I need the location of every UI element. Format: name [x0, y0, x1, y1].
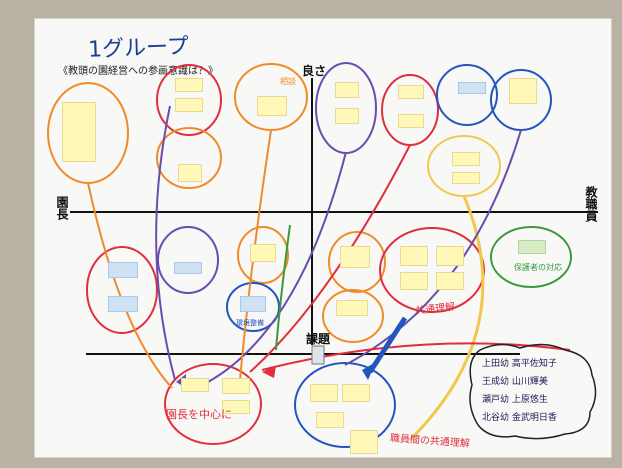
circle-mid-left-purple: [157, 226, 219, 294]
label-environment: 環境整備: [236, 319, 264, 327]
sticky-note: [108, 262, 138, 278]
sticky-note: [452, 152, 480, 166]
sticky-note: [350, 430, 378, 454]
sticky-note: [240, 296, 266, 312]
sticky-note: [400, 246, 428, 266]
sticky-note: [174, 262, 202, 274]
label-consultation: 相談: [280, 77, 296, 86]
circle-mid-orange: [237, 226, 289, 284]
circle-top-right-blue: [436, 64, 498, 126]
sticky-note: [398, 85, 424, 99]
members-outline: [469, 343, 597, 440]
connector-purple-1: [155, 105, 176, 381]
circle-mid-left-red: [86, 246, 158, 334]
sticky-note: [340, 246, 370, 268]
arrow-head-red: [262, 366, 276, 378]
member-2: 王成幼 山川輝美: [482, 377, 548, 387]
sticky-note: [436, 272, 464, 290]
poster-subtitle: 《教頭の園経営への参画意識は？》: [58, 66, 218, 77]
axis-label-staff: 教職員: [584, 186, 598, 222]
sticky-note: [436, 246, 464, 266]
sticky-note: [250, 244, 276, 262]
sticky-note: [175, 98, 203, 112]
sticky-note: [108, 296, 138, 312]
circle-common-understanding: [379, 227, 485, 313]
sticky-note: [336, 300, 368, 316]
sticky-note: [181, 378, 209, 392]
sticky-note: [222, 400, 250, 414]
members-list: 上田幼 高平佐知子 王成幼 山川輝美 瀬戸幼 上原悠生 北谷幼 金武明日香: [474, 348, 594, 430]
circle-top-left-red: [156, 64, 222, 136]
label-principal-center: 園長を中心に: [166, 408, 232, 421]
member-3: 瀬戸幼 上原悠生: [482, 395, 548, 405]
issues-arrow: [311, 345, 325, 365]
sticky-note: [175, 78, 203, 92]
sticky-note: [257, 96, 287, 116]
sticky-note: [518, 240, 546, 254]
sticky-note: [222, 378, 250, 394]
sticky-note: [178, 164, 202, 182]
circle-mid-right-orange-2: [322, 289, 384, 343]
circle-top-left-orange-2: [156, 127, 222, 189]
sticky-note: [62, 102, 96, 162]
circle-right-guardian: [490, 226, 572, 288]
member-1: 上田幼 高平佐知子: [482, 359, 557, 369]
axis-label-issues: 課題: [306, 332, 331, 346]
axis-label-principal: 園長: [55, 196, 69, 220]
sticky-note: [335, 82, 359, 98]
sticky-note: [310, 384, 338, 402]
connector-red-1: [249, 144, 411, 373]
circle-bottom-right-blue: [294, 362, 396, 448]
sticky-note: [458, 82, 486, 94]
circle-mid-right-orange: [328, 231, 386, 293]
sticky-note: [316, 412, 344, 428]
axis-label-good: 良さ: [302, 64, 327, 78]
connector-green-1: [275, 224, 291, 351]
sticky-note: [452, 172, 480, 184]
sticky-note: [398, 114, 424, 128]
connector-blue-arrow: [367, 316, 408, 374]
circle-mid-blue: [226, 282, 280, 332]
member-4: 北谷幼 金武明日香: [482, 413, 557, 423]
label-guardian-response: 保護者の対応: [514, 263, 562, 272]
circle-bottom-left-red: [164, 363, 262, 445]
sticky-note: [342, 384, 370, 402]
arrow-head-blue: [362, 362, 376, 380]
connector-orange-2: [239, 129, 272, 381]
connector-yellow-1: [408, 195, 485, 442]
connector-purple-2: [207, 151, 347, 383]
sticky-note: [335, 108, 359, 124]
sticky-note: [400, 272, 428, 290]
sticky-note: [509, 78, 537, 104]
